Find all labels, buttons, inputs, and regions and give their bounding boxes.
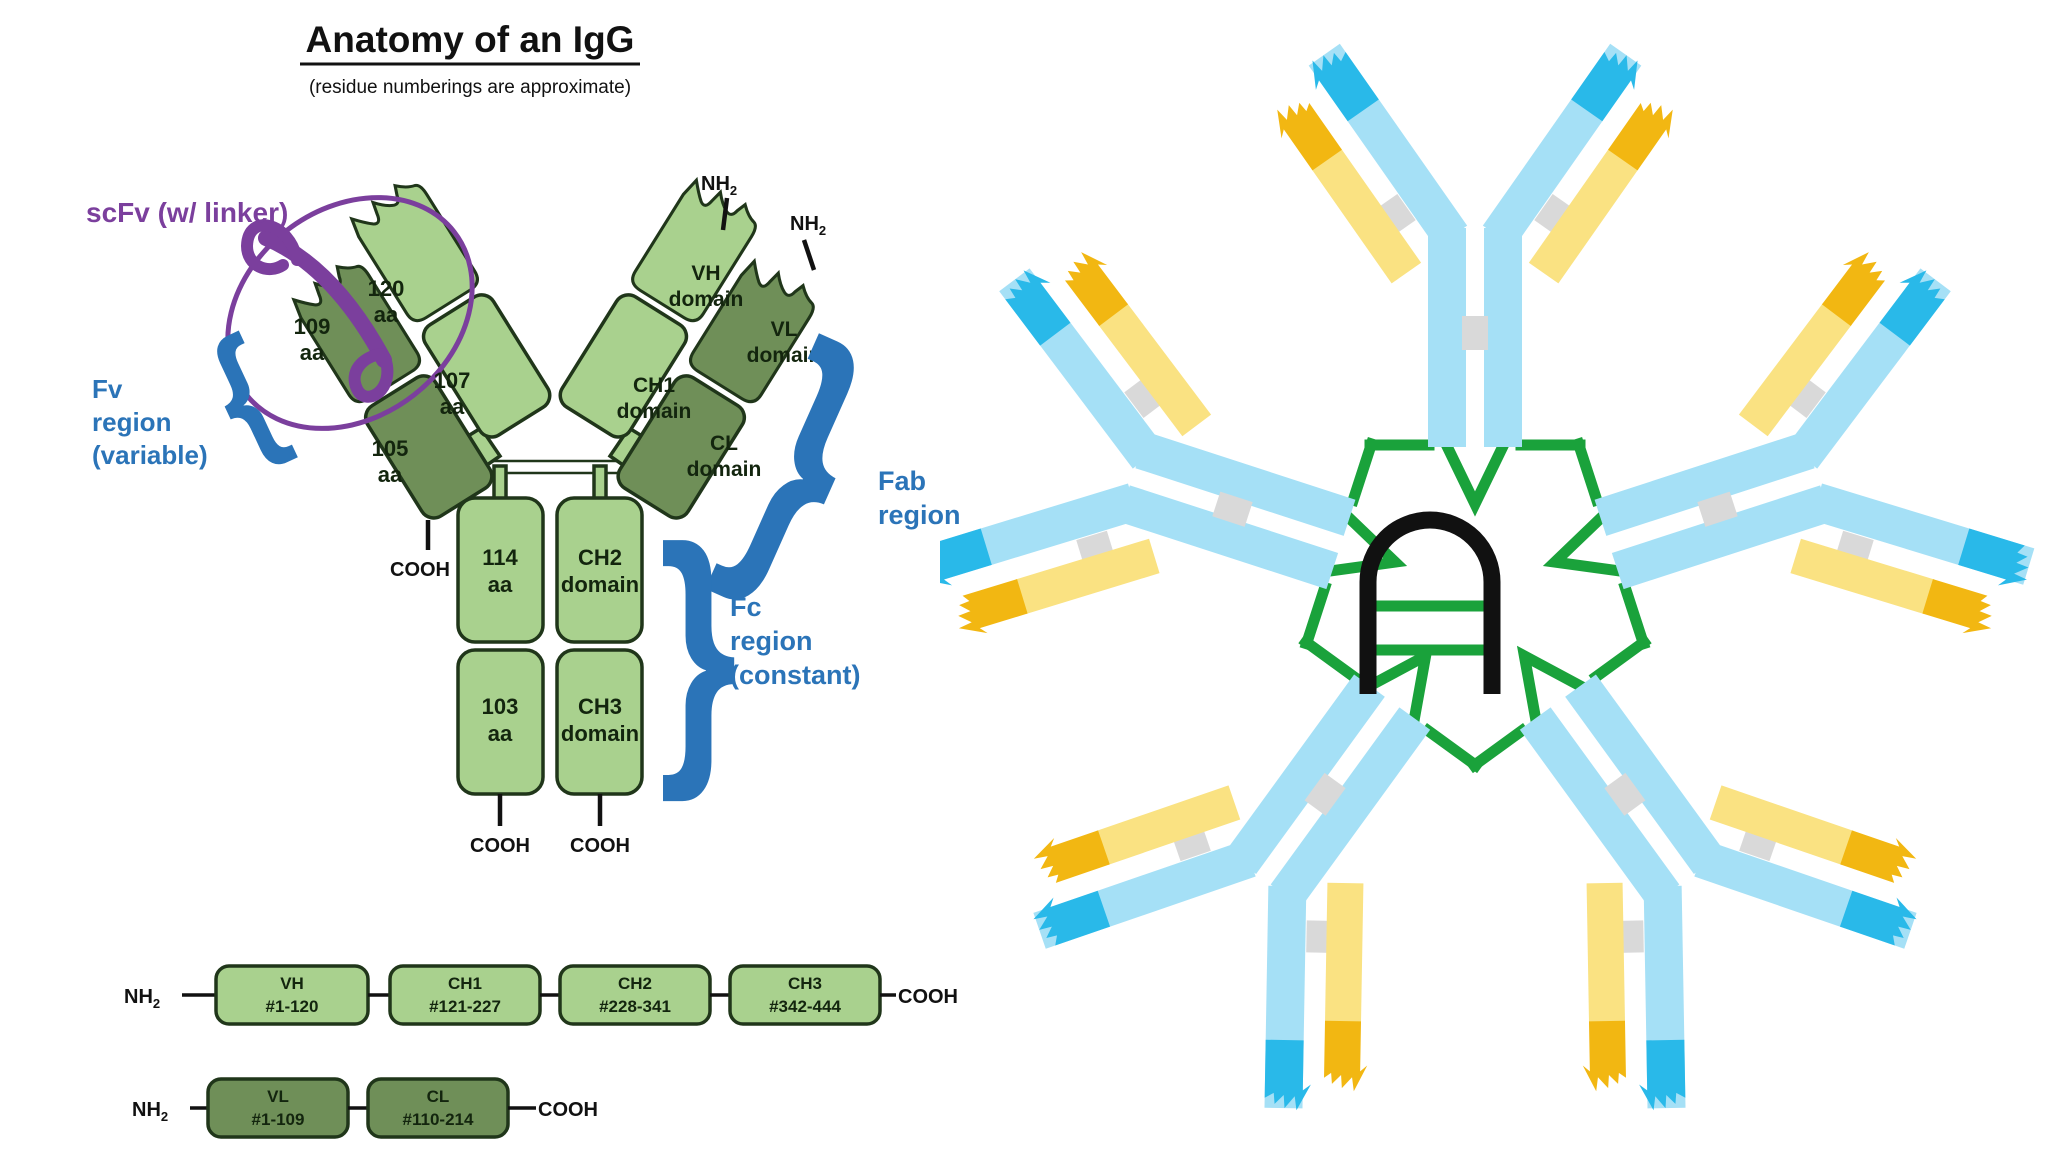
- nh2-label-1: NH2: [701, 173, 737, 198]
- fv-label-2: region: [92, 407, 171, 437]
- page-subtitle: (residue numberings are approximate): [309, 77, 631, 98]
- ch1-left-label-1: 107: [434, 368, 471, 393]
- cooh-left-arm: COOH: [390, 559, 450, 581]
- svg-text:CH3: CH3: [788, 974, 822, 993]
- svg-text:VH: VH: [280, 974, 304, 993]
- fv-label-3: (variable): [92, 440, 208, 470]
- hinge-stem-link-left: [494, 466, 506, 500]
- j-chain-icon: [1359, 511, 1501, 694]
- ch1-right-box: [555, 290, 692, 443]
- svg-text:CH2: CH2: [618, 974, 652, 993]
- nh2-label-2: NH2: [790, 213, 826, 238]
- svg-text:#110-214: #110-214: [403, 1110, 474, 1129]
- ch3-right-label-1: CH3: [578, 694, 622, 719]
- fc-label-1: Fc: [730, 592, 762, 622]
- svg-text:CL: CL: [427, 1087, 450, 1106]
- ch3-left-label-1: 103: [482, 694, 519, 719]
- vl-right-label-2: domain: [747, 344, 822, 367]
- ch3-right-label-2: domain: [561, 721, 639, 746]
- svg-text:CH1: CH1: [448, 974, 482, 993]
- ch1-right-label-2: domain: [617, 400, 692, 423]
- heavy-chain-map: NH2 COOH VH #1-120 CH1 #121-227 CH2 #228-34…: [124, 966, 958, 1024]
- ch3-left-label-2: aa: [488, 721, 513, 746]
- light-chain-map: NH2 COOH VL #1-109 CL #110-214: [132, 1079, 598, 1137]
- ch2-right-label-1: CH2: [578, 545, 622, 570]
- light-map-nh2: NH2: [132, 1099, 168, 1124]
- vh-left-label-2: aa: [374, 302, 399, 327]
- ch2-right-label-2: domain: [561, 572, 639, 597]
- svg-text:#1-109: #1-109: [252, 1110, 305, 1129]
- vl-left-label-2: aa: [300, 340, 325, 365]
- svg-text:#342-444: #342-444: [769, 997, 841, 1016]
- hinge-stem-link-right: [594, 466, 606, 500]
- nh2-tick-2: [801, 239, 817, 271]
- scfv-label: scFv (w/ linker): [86, 197, 288, 228]
- igm-pentamer-figure: [940, 0, 2048, 1152]
- fab-label-1: Fab: [878, 466, 926, 496]
- vl-right-label-1: VL: [771, 318, 798, 341]
- vh-right-label-2: domain: [669, 288, 744, 311]
- vh-right-label-1: VH: [691, 262, 720, 285]
- vl-left-label-1: 109: [294, 314, 331, 339]
- ch2-left-label-1: 114: [482, 545, 518, 570]
- igm-monomer-bottom-left: [976, 527, 1603, 1152]
- heavy-map-cooh: COOH: [898, 986, 958, 1008]
- cl-left-label-2: aa: [378, 462, 403, 487]
- ch2-left-label-2: aa: [488, 572, 513, 597]
- igm-monomer-left: [940, 210, 1463, 771]
- ch2-right-box: [557, 498, 642, 642]
- cl-right-label-1: CL: [710, 432, 738, 455]
- vh-left-label-1: 120: [368, 276, 405, 301]
- cl-right-label-2: domain: [687, 458, 762, 481]
- svg-text:#228-341: #228-341: [599, 997, 671, 1016]
- ch2-left-box: [458, 498, 543, 642]
- fc-label-3: (constant): [730, 660, 861, 690]
- igg-fc-stems: [458, 498, 642, 794]
- page-title: Anatomy of an IgG: [306, 19, 635, 60]
- cl-left-label-1: 105: [372, 436, 409, 461]
- cooh-stem-left: COOH: [470, 835, 530, 857]
- fc-brace: }: [659, 489, 737, 802]
- ch1-right-label-1: CH1: [633, 374, 675, 397]
- light-map-cooh: COOH: [538, 1099, 598, 1121]
- linker-ribbon-icon: [240, 219, 394, 403]
- fv-label-1: Fv: [92, 374, 123, 404]
- nh2-tick-1: [720, 197, 730, 231]
- cl-right-box: [613, 371, 750, 524]
- fab-label-2: region: [878, 500, 961, 530]
- cooh-stem-right: COOH: [570, 835, 630, 857]
- heavy-map-nh2: NH2: [124, 986, 160, 1011]
- igg-right-arm: [535, 172, 824, 524]
- igm-monomer-bottom-right: [1346, 527, 1973, 1152]
- ch1-left-label-2: aa: [440, 394, 465, 419]
- igm-monomer-top: [1255, 42, 1695, 504]
- svg-text:#121-227: #121-227: [429, 997, 501, 1016]
- svg-text:VL: VL: [267, 1087, 289, 1106]
- igg-anatomy-figure: Anatomy of an IgG (residue numberings ar…: [86, 19, 961, 1152]
- fc-label-2: region: [730, 626, 813, 656]
- ch1-left-box: [418, 290, 555, 443]
- svg-text:#1-120: #1-120: [266, 997, 319, 1016]
